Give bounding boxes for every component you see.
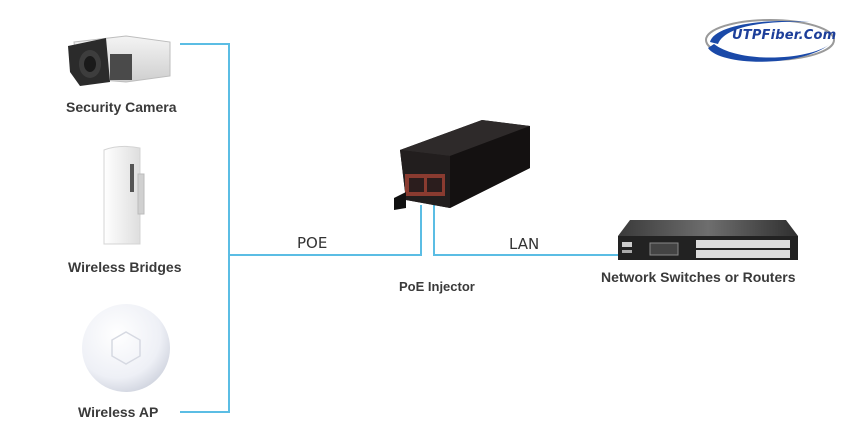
network-switch-label: Network Switches or Routers bbox=[601, 269, 796, 285]
poe-link bbox=[229, 205, 422, 256]
network-switch-icon bbox=[618, 220, 798, 260]
camera-link bbox=[180, 43, 230, 413]
wireless-ap-label: Wireless AP bbox=[78, 404, 159, 420]
lan-link bbox=[433, 205, 620, 256]
wireless-bridge-label: Wireless Bridges bbox=[68, 259, 182, 275]
lan-link-label: LAN bbox=[509, 235, 540, 253]
poe-injector-icon bbox=[394, 120, 530, 210]
logo-swoosh-icon bbox=[705, 19, 835, 62]
wireless-ap-icon bbox=[82, 304, 170, 392]
security-camera-label: Security Camera bbox=[66, 99, 177, 115]
wireless-bridge-icon bbox=[103, 145, 145, 245]
security-camera-icon bbox=[68, 35, 171, 86]
logo-text: UTPFiber.Com bbox=[732, 28, 837, 43]
poe-injector-label: PoE Injector bbox=[399, 279, 475, 294]
poe-link-label: POE bbox=[297, 234, 328, 252]
